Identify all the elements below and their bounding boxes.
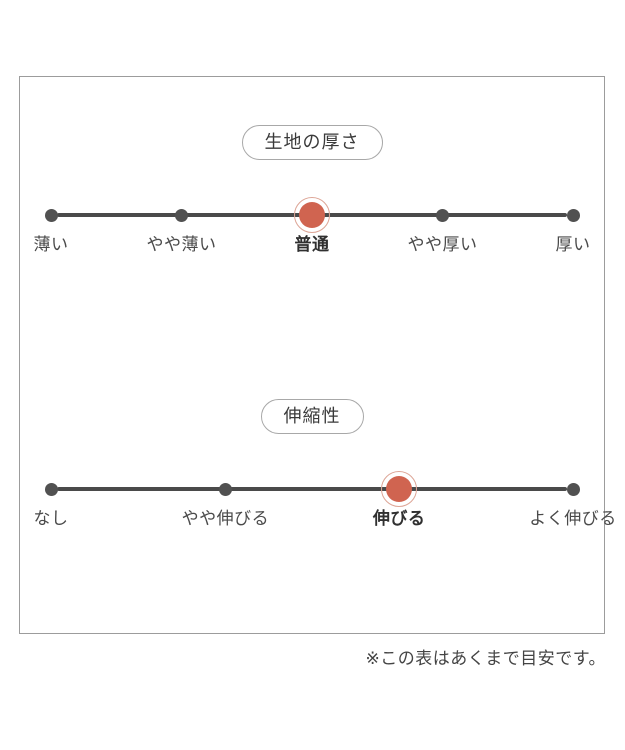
track-stretch[interactable]	[44, 471, 580, 507]
tick-label-slightly-thin: やや薄い	[146, 235, 217, 254]
scale-thickness: 薄い やや薄い 普通 やや厚い 厚い	[34, 197, 591, 266]
fabric-spec-card: 生地の厚さ 薄い やや薄い 普通 やや厚い 厚い 伸縮性	[19, 76, 617, 634]
scale-dot-normal-selected[interactable]	[299, 202, 325, 228]
pill-row-thickness: 生地の厚さ	[20, 125, 604, 160]
scale-dot-slightly-thin[interactable]	[175, 208, 188, 222]
scale-dot-slightly-thick[interactable]	[436, 208, 449, 222]
tick-label-none: なし	[33, 509, 69, 528]
section-title-stretch: 伸縮性	[260, 399, 364, 434]
scale-dot-slightly-stretchy[interactable]	[218, 482, 232, 496]
scale-dot-very-stretchy[interactable]	[566, 482, 580, 496]
scale-dot-ring-stretchy	[381, 471, 418, 507]
scale-dot-thin[interactable]	[44, 208, 58, 222]
tick-label-stretchy: 伸びる	[372, 509, 426, 528]
tick-label-normal: 普通	[294, 235, 330, 254]
tick-label-slightly-stretchy: やや伸びる	[181, 509, 270, 528]
pill-row-stretch: 伸縮性	[20, 399, 604, 434]
tick-label-very-stretchy: よく伸びる	[529, 509, 617, 528]
track-thickness[interactable]	[44, 197, 580, 233]
section-title-thickness: 生地の厚さ	[241, 125, 383, 160]
tick-label-slightly-thick: やや厚い	[407, 235, 478, 254]
scale-stretch: なし やや伸びる 伸びる よく伸びる	[34, 471, 617, 540]
scale-dot-thick[interactable]	[566, 208, 580, 222]
scale-dot-none[interactable]	[44, 482, 58, 496]
section-stretch: 伸縮性 なし やや伸びる 伸びる よく伸びる	[20, 399, 617, 540]
track-line	[57, 487, 567, 491]
tick-label-thick: 厚い	[555, 235, 591, 254]
scale-dot-ring-normal	[294, 197, 330, 233]
scale-dot-stretchy-selected[interactable]	[386, 476, 413, 502]
tick-labels-thickness: 薄い やや薄い 普通 やや厚い 厚い	[34, 232, 591, 262]
section-thickness: 生地の厚さ 薄い やや薄い 普通 やや厚い 厚い	[20, 125, 604, 266]
tick-labels-stretch: なし やや伸びる 伸びる よく伸びる	[34, 506, 617, 536]
footnote-disclaimer: ※この表はあくまで目安です。	[365, 649, 606, 668]
tick-label-thin: 薄い	[33, 235, 69, 254]
